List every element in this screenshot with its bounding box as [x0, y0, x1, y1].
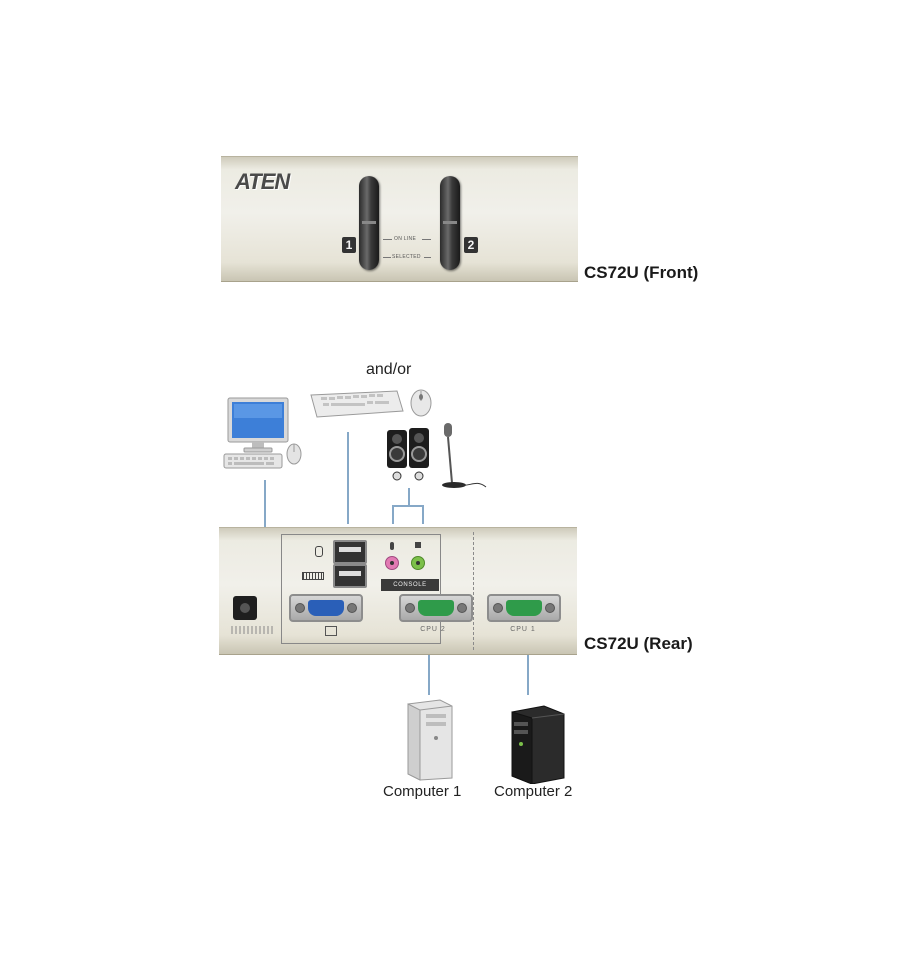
speaker-jack[interactable]	[411, 556, 425, 570]
cpu1-vga-port[interactable]	[487, 594, 561, 622]
microphone-jack[interactable]	[385, 556, 399, 570]
rear-caption: CS72U (Rear)	[584, 634, 693, 653]
microphone-jack-hole	[390, 561, 394, 565]
usb-keyboard-mouse-icon	[310, 389, 432, 418]
rear-section-divider	[473, 532, 474, 650]
cpu2-vga-port[interactable]	[399, 594, 473, 622]
cpu2-cable	[428, 653, 430, 695]
speaker-jack-icon	[415, 542, 421, 548]
microphone-jack-icon	[390, 542, 394, 550]
cpu2-vga-screw-left	[405, 603, 415, 613]
cpu2-vga-connector	[418, 600, 454, 616]
cpu1-vga-connector	[506, 600, 542, 616]
cpu2-label: CPU 2	[420, 626, 446, 633]
computer-1-tower-icon	[407, 699, 453, 781]
usb-port-lower-tongue	[339, 571, 361, 576]
cpu1-cable	[527, 653, 529, 695]
usb-keyboard-icon	[302, 572, 324, 580]
keyboard-cable	[347, 432, 349, 524]
cpu1-label: CPU 1	[510, 626, 536, 633]
port-1-switch-button[interactable]	[359, 176, 379, 270]
monitor-port-icon	[325, 626, 337, 636]
audio-cable-split	[392, 505, 424, 507]
audio-cable-speaker	[422, 505, 424, 524]
port-2-switch-button[interactable]	[440, 176, 460, 270]
online-line-right	[422, 239, 431, 240]
computer-1-label: Computer 1	[383, 783, 462, 800]
computer-2-tower-icon	[511, 705, 565, 784]
selected-line-right	[424, 257, 431, 258]
monitor-vga-screw-left	[295, 603, 305, 613]
selected-label: SELECTED	[392, 254, 421, 260]
usb-port-lower[interactable]	[333, 564, 367, 588]
port-1-number: 1	[342, 237, 356, 253]
console-label: CONSOLE	[381, 579, 439, 591]
aten-logo: ATEN	[235, 169, 290, 194]
monitor-vga-screw-right	[347, 603, 357, 613]
usb-mouse-icon	[315, 546, 323, 557]
selected-line-left	[383, 257, 391, 258]
cpu1-vga-screw-right	[545, 603, 555, 613]
cpu1-vga-screw-left	[493, 603, 503, 613]
power-rating-text	[231, 626, 275, 634]
monitor-vga-connector	[308, 600, 344, 616]
rear-panel: CONSOLE CPU 2 CPU 1	[219, 527, 577, 655]
online-label: ON LINE	[394, 236, 417, 242]
computer-2-label: Computer 2	[494, 783, 573, 800]
front-panel: ATEN 1 ON LINE SELECTED 2	[221, 156, 578, 282]
speaker-jack-hole	[416, 561, 420, 565]
port-2-number: 2	[464, 237, 478, 253]
front-caption: CS72U (Front)	[584, 263, 699, 282]
audio-cable-top	[408, 488, 410, 506]
power-jack[interactable]	[233, 596, 257, 620]
power-jack-pin	[240, 603, 250, 613]
microphone-icon	[442, 423, 487, 488]
audio-cable-mic	[392, 505, 394, 524]
monitor-icon	[223, 397, 302, 469]
usb-port-upper-tongue	[339, 547, 361, 552]
andor-label: and/or	[366, 361, 412, 378]
speakers-icon	[387, 428, 429, 481]
online-line-left	[383, 239, 392, 240]
usb-port-upper[interactable]	[333, 540, 367, 564]
console-section-frame	[281, 534, 441, 644]
cpu2-vga-screw-right	[457, 603, 467, 613]
monitor-vga-port[interactable]	[289, 594, 363, 622]
